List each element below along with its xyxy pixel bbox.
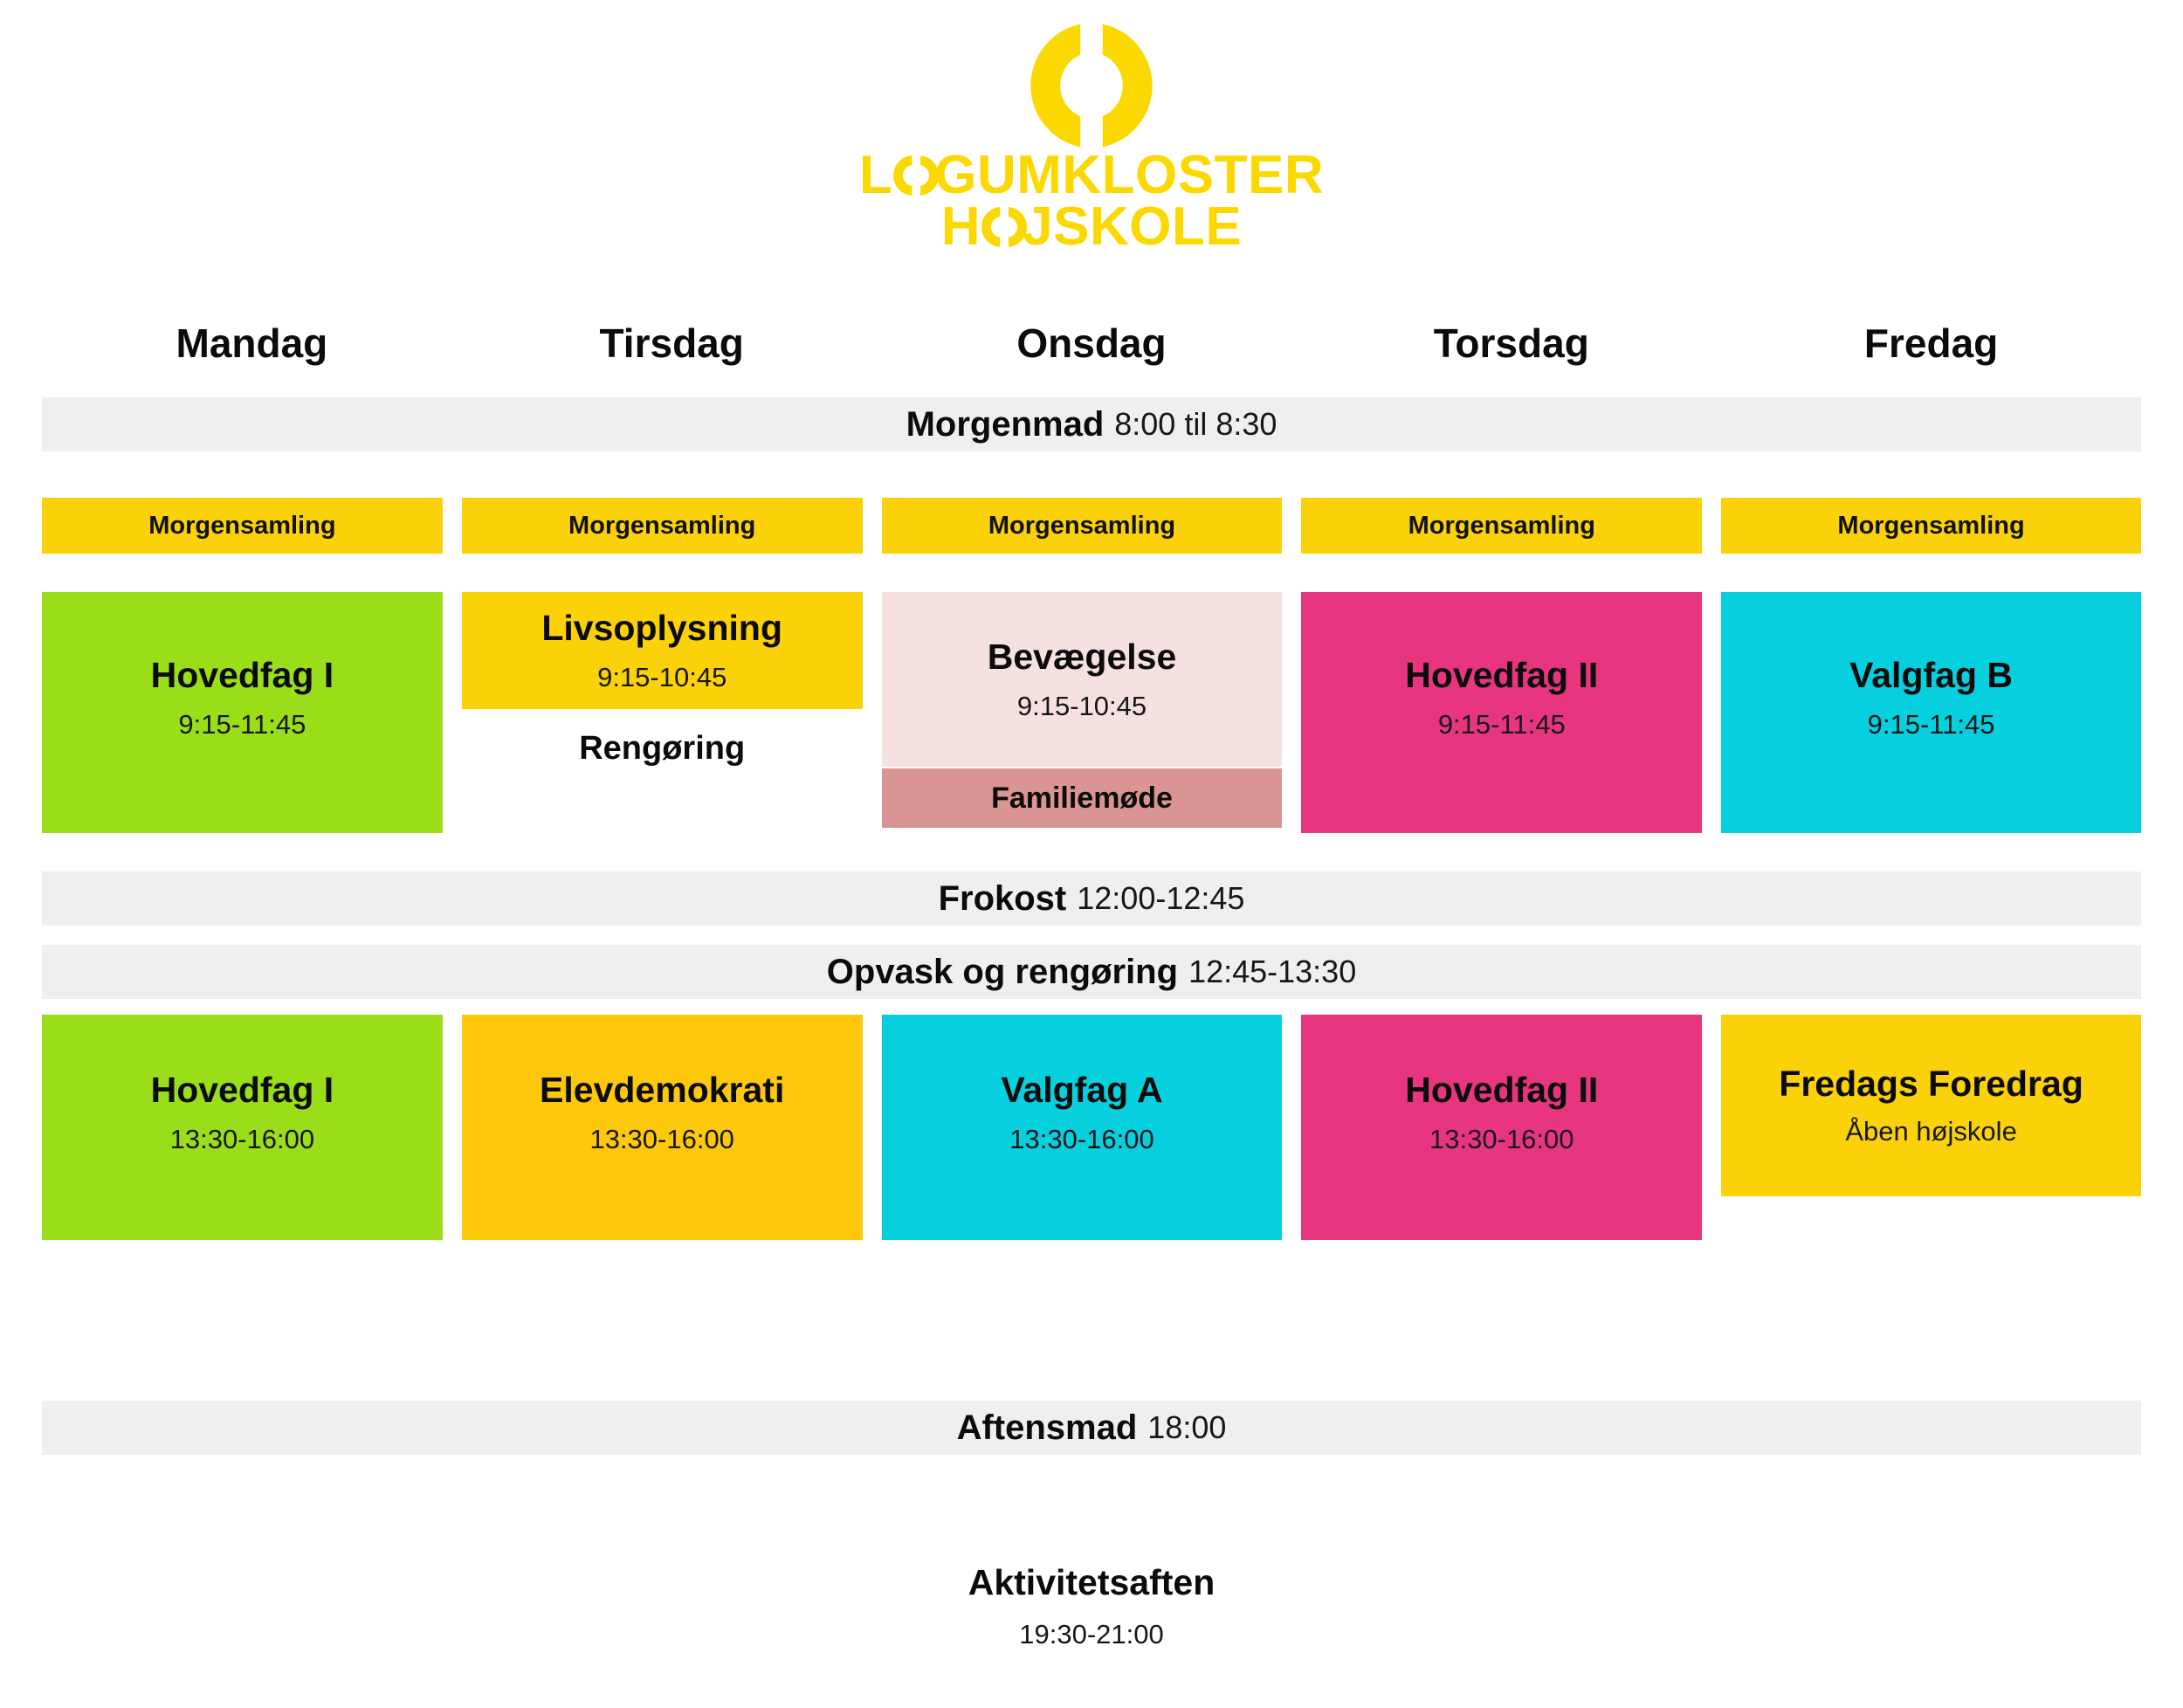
event-title: Morgensamling <box>148 511 336 540</box>
event-time: 9:15-11:45 <box>1437 709 1566 740</box>
event-title: Elevdemokrati <box>540 1070 785 1111</box>
assembly-col-fredag: Morgensamling <box>1721 498 2141 554</box>
day-header-onsdag: Onsdag <box>1016 320 1167 366</box>
afternoon-col-torsdag: Hovedfag II 13:30-16:00 <box>1301 1015 1721 1240</box>
logo-line-one-pre: L <box>858 145 893 205</box>
logo-line-two-post: JSKOLE <box>1023 196 1243 257</box>
band-morgenmad: Morgenmad 8:00 til 8:30 <box>42 397 2141 451</box>
event-time: 13:30-16:00 <box>1429 1124 1574 1155</box>
morning-col-torsdag: Hovedfag II 9:15-11:45 <box>1301 592 1721 833</box>
event-time: 13:30-16:00 <box>169 1124 315 1155</box>
band-aftensmad-title: Aftensmad <box>956 1408 1138 1447</box>
afternoon-col-fredag: Fredags Foredrag Åben højskole <box>1721 1015 2141 1240</box>
band-opvask-title: Opvask og rengøring <box>826 952 1179 991</box>
afternoon-col-tirsdag: Elevdemokrati 13:30-16:00 <box>461 1015 882 1240</box>
afternoon-col-mandag: Hovedfag I 13:30-16:00 <box>42 1015 462 1240</box>
event-title: Familiemøde <box>991 781 1173 815</box>
event-title: Morgensamling <box>1837 511 2025 540</box>
assembly-col-mandag: Morgensamling <box>42 498 462 554</box>
band-opvask-time: 12:45-13:30 <box>1188 954 1357 989</box>
logo-line-one-post: GUMKLOSTER <box>934 145 1325 205</box>
event-title: Livsoplysning <box>541 608 783 649</box>
split-circle-logo-icon <box>1030 24 1153 148</box>
evening-col-onsdag: Aktivitetsaften 19:30-21:00 <box>882 1562 1302 1650</box>
event-time: 9:15-10:45 <box>597 662 727 693</box>
event-title: Fredags Foredrag <box>1779 1064 2083 1105</box>
event-morgensamling-fredag[interactable]: Morgensamling <box>1721 498 2141 554</box>
row-eftermiddag: Hovedfag I 13:30-16:00 Elevdemokrati 13:… <box>42 1015 2141 1240</box>
event-elevdemokrati-tirsdag[interactable]: Elevdemokrati 13:30-16:00 <box>461 1015 863 1240</box>
morning-col-onsdag: Bevægelse 9:15-10:45 Familiemøde <box>881 592 1302 833</box>
assembly-col-torsdag: Morgensamling <box>1301 498 1721 554</box>
event-hovedfag-1-mandag[interactable]: Hovedfag I 9:15-11:45 <box>42 592 443 833</box>
event-hovedfag-2-torsdag-pm[interactable]: Hovedfag II 13:30-16:00 <box>1301 1015 1703 1240</box>
row-aften: Aktivitetsaften 19:30-21:00 <box>42 1562 2141 1650</box>
assembly-col-tirsdag: Morgensamling <box>461 498 882 554</box>
day-header-mandag: Mandag <box>176 320 328 366</box>
day-header-tirsdag: Tirsdag <box>599 320 744 366</box>
event-title: Valgfag A <box>1001 1070 1163 1111</box>
event-time: 9:15-11:45 <box>1867 709 1995 740</box>
event-valgfag-b-fredag[interactable]: Valgfag B 9:15-11:45 <box>1721 592 2141 833</box>
event-title: Hovedfag II <box>1405 1070 1599 1111</box>
event-morgensamling-mandag[interactable]: Morgensamling <box>42 498 443 554</box>
event-title: Bevægelse <box>987 637 1177 678</box>
band-frokost-time: 12:00-12:45 <box>1077 880 1245 916</box>
logo-line-two: H JSKOLE <box>940 196 1243 257</box>
event-hovedfag-2-torsdag[interactable]: Hovedfag II 9:15-11:45 <box>1301 592 1703 833</box>
morning-col-mandag: Hovedfag I 9:15-11:45 <box>42 592 462 833</box>
school-logo: L GUMKLOSTER H JSKOLE <box>0 16 2183 257</box>
event-title: Morgensamling <box>568 511 756 540</box>
logo-wordmark: L GUMKLOSTER H JSKOLE <box>858 145 1325 257</box>
logo-line-one: L GUMKLOSTER <box>858 145 1325 205</box>
event-title: Valgfag B <box>1849 655 2013 696</box>
day-header-torsdag: Torsdag <box>1433 320 1589 366</box>
logo-line-two-pre: H <box>940 196 981 257</box>
band-frokost-title: Frokost <box>938 878 1067 918</box>
day-header-fredag: Fredag <box>1863 320 1999 366</box>
band-morgenmad-time: 8:00 til 8:30 <box>1114 406 1277 442</box>
event-morgensamling-torsdag[interactable]: Morgensamling <box>1301 498 1703 554</box>
assembly-col-onsdag: Morgensamling <box>881 498 1302 554</box>
event-bevaegelse-onsdag[interactable]: Bevægelse 9:15-10:45 <box>881 592 1283 767</box>
band-aftensmad-time: 18:00 <box>1147 1409 1227 1445</box>
event-morgensamling-tirsdag[interactable]: Morgensamling <box>461 498 863 554</box>
band-opvask-og-rengoering: Opvask og rengøring 12:45-13:30 <box>42 945 2141 999</box>
morning-col-fredag: Valgfag B 9:15-11:45 <box>1721 592 2141 833</box>
event-title: Rengøring <box>579 730 746 768</box>
event-time: 13:30-16:00 <box>1009 1124 1154 1155</box>
event-valgfag-a-onsdag[interactable]: Valgfag A 13:30-16:00 <box>881 1015 1283 1240</box>
event-hovedfag-1-mandag-pm[interactable]: Hovedfag I 13:30-16:00 <box>42 1015 443 1240</box>
weekly-schedule: Mandag Tirsdag Onsdag Torsdag Fredag Mor… <box>42 0 2141 1708</box>
row-morgensamling: Morgensamling Morgensamling Morgensamlin… <box>42 498 2141 554</box>
row-formiddag: Hovedfag I 9:15-11:45 Livsoplysning 9:15… <box>42 592 2141 833</box>
event-time: 13:30-16:00 <box>589 1124 734 1155</box>
event-rengoering-tirsdag: Rengøring <box>462 723 863 775</box>
event-title: Hovedfag I <box>150 1070 334 1111</box>
event-time: 9:15-11:45 <box>178 709 306 740</box>
event-fredags-foredrag-fredag[interactable]: Fredags Foredrag Åben højskole <box>1721 1015 2141 1196</box>
band-frokost: Frokost 12:00-12:45 <box>42 871 2141 926</box>
event-aktivitetsaften-title: Aktivitetsaften <box>968 1562 1215 1602</box>
event-title: Morgensamling <box>988 511 1176 540</box>
day-header-row: Mandag Tirsdag Onsdag Torsdag Fredag <box>42 323 2141 377</box>
morning-col-tirsdag: Livsoplysning 9:15-10:45 Rengøring <box>461 592 882 833</box>
event-title: Hovedfag I <box>150 655 334 696</box>
band-morgenmad-title: Morgenmad <box>906 404 1105 444</box>
band-aftensmad: Aftensmad 18:00 <box>42 1401 2141 1455</box>
event-time: 9:15-10:45 <box>1016 691 1147 722</box>
event-morgensamling-onsdag[interactable]: Morgensamling <box>881 498 1283 554</box>
event-livsoplysning-tirsdag[interactable]: Livsoplysning 9:15-10:45 <box>461 592 863 709</box>
afternoon-col-onsdag: Valgfag A 13:30-16:00 <box>881 1015 1302 1240</box>
event-title: Hovedfag II <box>1405 655 1599 696</box>
event-aktivitetsaften-time: 19:30-21:00 <box>1019 1619 1164 1650</box>
event-familiemoede-onsdag[interactable]: Familiemøde <box>881 768 1283 828</box>
event-subtitle: Åben højskole <box>1845 1116 2017 1147</box>
event-title: Morgensamling <box>1408 511 1595 540</box>
